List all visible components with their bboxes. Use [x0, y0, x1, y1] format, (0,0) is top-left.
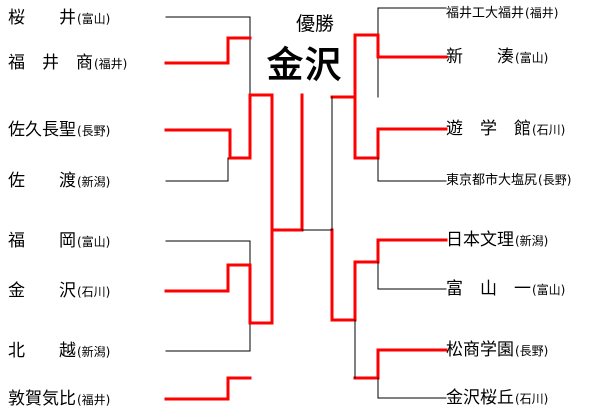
winning-path-13	[353, 127, 448, 160]
left-team-2: 福 井 商(福井)	[8, 52, 166, 74]
team-prefecture: (富山)	[515, 51, 549, 65]
team-name: 金 沢	[8, 281, 76, 301]
winning-path-21	[330, 228, 357, 322]
bracket-line-6	[165, 322, 251, 352]
bracket-line-11	[377, 7, 447, 98]
left-team-7: 北 越(新潟)	[8, 340, 166, 362]
team-prefecture: (石川)	[77, 285, 111, 299]
team-prefecture: (新潟)	[77, 175, 111, 189]
winning-path-15	[353, 238, 448, 264]
left-team-3: 佐久長聖(長野)	[8, 119, 166, 141]
winning-path-2	[164, 128, 252, 160]
right-team-6: 富 山 一(富山)	[446, 278, 606, 300]
winner-label: 優勝	[295, 13, 334, 35]
winning-path-5	[164, 263, 252, 293]
bracket-line-18	[377, 377, 447, 399]
bracket-line-14	[377, 157, 447, 182]
winning-path-7	[164, 376, 252, 401]
team-name: 佐 渡	[8, 171, 76, 191]
winning-path-12	[353, 33, 448, 59]
bracket-line-3	[165, 157, 229, 182]
team-name: 松商学園	[446, 340, 514, 360]
team-name: 福井工大福井	[446, 6, 525, 21]
team-name: 日本文理	[446, 230, 514, 250]
team-prefecture: (富山)	[532, 283, 566, 297]
right-team-3: 遊 学 館(石川)	[446, 118, 606, 140]
right-team-8: 金沢桜丘(石川)	[446, 387, 606, 409]
team-name: 東京都市大塩尻	[446, 173, 538, 188]
team-prefecture: (富山)	[77, 235, 111, 249]
team-name: 福 井 商	[8, 53, 93, 73]
winning-path-17	[353, 348, 448, 380]
team-prefecture: (新潟)	[515, 234, 549, 248]
team-prefecture: (長野)	[538, 173, 572, 187]
left-team-4: 佐 渡(新潟)	[8, 170, 166, 192]
team-name: 佐久長聖	[8, 120, 76, 140]
team-prefecture: (富山)	[77, 12, 111, 26]
right-team-1: 福井工大福井(福井)	[446, 1, 606, 23]
team-name: 金沢桜丘	[446, 388, 514, 408]
team-name: 敦賀気比	[8, 389, 76, 409]
team-name: 遊 学 館	[446, 119, 531, 139]
bracket-line-0	[165, 16, 251, 96]
left-team-6: 金 沢(石川)	[8, 280, 166, 302]
team-prefecture: (長野)	[77, 124, 111, 138]
team-name: 桜 井	[8, 8, 76, 28]
right-team-7: 松商学園(長野)	[446, 339, 606, 361]
team-prefecture: (石川)	[532, 123, 566, 137]
right-team-4: 東京都市大塩尻(長野)	[446, 168, 606, 190]
team-prefecture: (福井)	[77, 393, 111, 407]
champion-name: 金沢	[266, 45, 343, 86]
team-prefecture: (新潟)	[77, 345, 111, 359]
winning-path-9	[248, 228, 304, 325]
winning-path-1	[164, 36, 252, 65]
team-prefecture: (長野)	[515, 344, 549, 358]
right-team-5: 日本文理(新潟)	[446, 229, 606, 251]
winning-path-8	[248, 93, 274, 232]
team-name: 福 岡	[8, 231, 76, 251]
team-name: 北 越	[8, 341, 76, 361]
left-team-1: 桜 井(富山)	[8, 7, 166, 29]
left-team-5: 福 岡(富山)	[8, 230, 166, 252]
left-team-8: 敦賀気比(福井)	[8, 388, 166, 410]
bracket-line-16	[377, 261, 447, 290]
team-name: 新 湊	[446, 47, 514, 67]
team-prefecture: (石川)	[515, 392, 549, 406]
team-name: 富 山 一	[446, 279, 531, 299]
team-prefecture: (福井)	[525, 6, 559, 20]
team-prefecture: (福井)	[94, 57, 128, 71]
bracket-line-4	[165, 240, 251, 266]
bracket-line-23	[301, 96, 333, 231]
right-team-2: 新 湊(富山)	[446, 46, 606, 68]
